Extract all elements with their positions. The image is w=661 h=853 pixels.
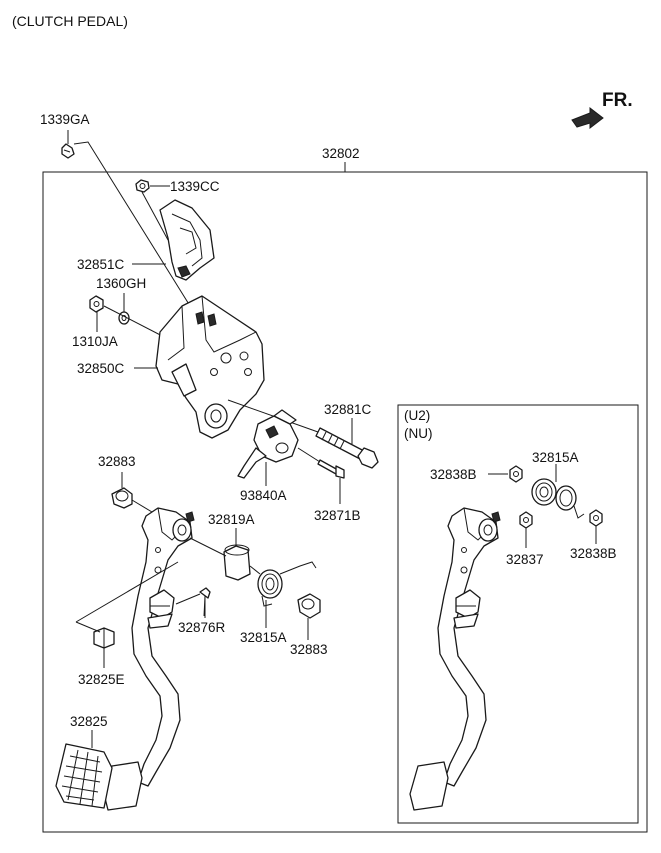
part-32850c-bracket (155, 295, 265, 439)
label-32825e: 32825E (78, 672, 125, 687)
part-32825-pad-cover (55, 743, 113, 809)
part-1339cc-nut (135, 179, 150, 193)
part-32815a-spring (257, 561, 317, 607)
leader-32825e-link (75, 561, 179, 633)
label-32837: 32837 (506, 552, 544, 567)
label-32883-a: 32883 (98, 454, 136, 469)
label-32838b-b: 32838B (570, 546, 617, 561)
label-1360gh: 1360GH (96, 276, 146, 291)
label-32871b: 32871B (314, 508, 361, 523)
front-label: FR. (602, 90, 633, 111)
label-93840a: 93840A (240, 488, 287, 503)
part-pedal-arm (131, 507, 195, 787)
leader-32871b-axis (297, 447, 321, 463)
inset-line2: (NU) (404, 426, 433, 441)
part-1310ja-nut (89, 295, 104, 313)
arrow-right-icon (571, 106, 604, 130)
leader-bushing-axis-2 (189, 537, 227, 557)
label-32881c: 32881C (324, 402, 372, 417)
label-32802: 32802 (322, 146, 360, 161)
part-32819a-bushing (223, 544, 251, 581)
label-32876r: 32876R (178, 620, 226, 635)
part-32883-bushing-right (297, 593, 321, 619)
leader-1339cc-link (141, 191, 169, 241)
part-32825e-stopper (93, 627, 115, 649)
part-32881c-bolt (315, 427, 379, 469)
label-1339cc: 1339CC (170, 179, 220, 194)
leader-bolt-axis (103, 305, 171, 341)
label-32838b-a: 32838B (430, 467, 477, 482)
leader-bushing-axis (131, 499, 153, 513)
part-32851c-bracket (159, 199, 215, 281)
label-32825: 32825 (70, 714, 108, 729)
front-direction-indicator: FR. (571, 90, 633, 130)
part-93840a-switch (237, 409, 299, 479)
label-32815a-b: 32815A (532, 450, 579, 465)
part-inset-pedal-arm (409, 507, 501, 811)
label-32883-b: 32883 (290, 642, 328, 657)
diagram-title: (CLUTCH PEDAL) (12, 13, 128, 29)
part-32838b-nut-upper (509, 465, 523, 483)
inset-line1: (U2) (404, 408, 430, 423)
leader-1339ga-link (73, 141, 201, 323)
inset-frame (397, 404, 639, 824)
label-32850c: 32850C (77, 361, 125, 376)
leader-32876r-axis (175, 593, 201, 605)
label-32819a: 32819A (208, 512, 255, 527)
part-32871b-screw (317, 459, 345, 479)
part-32815a-spring-inset (531, 478, 585, 519)
label-1339ga: 1339GA (40, 112, 90, 127)
part-32883-bushing-left (111, 487, 133, 509)
part-32838b-nut-lower (589, 509, 603, 527)
leader-spring-axis (249, 565, 261, 575)
label-32815a: 32815A (240, 630, 287, 645)
label-1310ja: 1310JA (72, 334, 118, 349)
part-1339ga-clip (61, 143, 75, 159)
label-32851c: 32851C (77, 257, 125, 272)
part-32837-nut (519, 511, 533, 529)
